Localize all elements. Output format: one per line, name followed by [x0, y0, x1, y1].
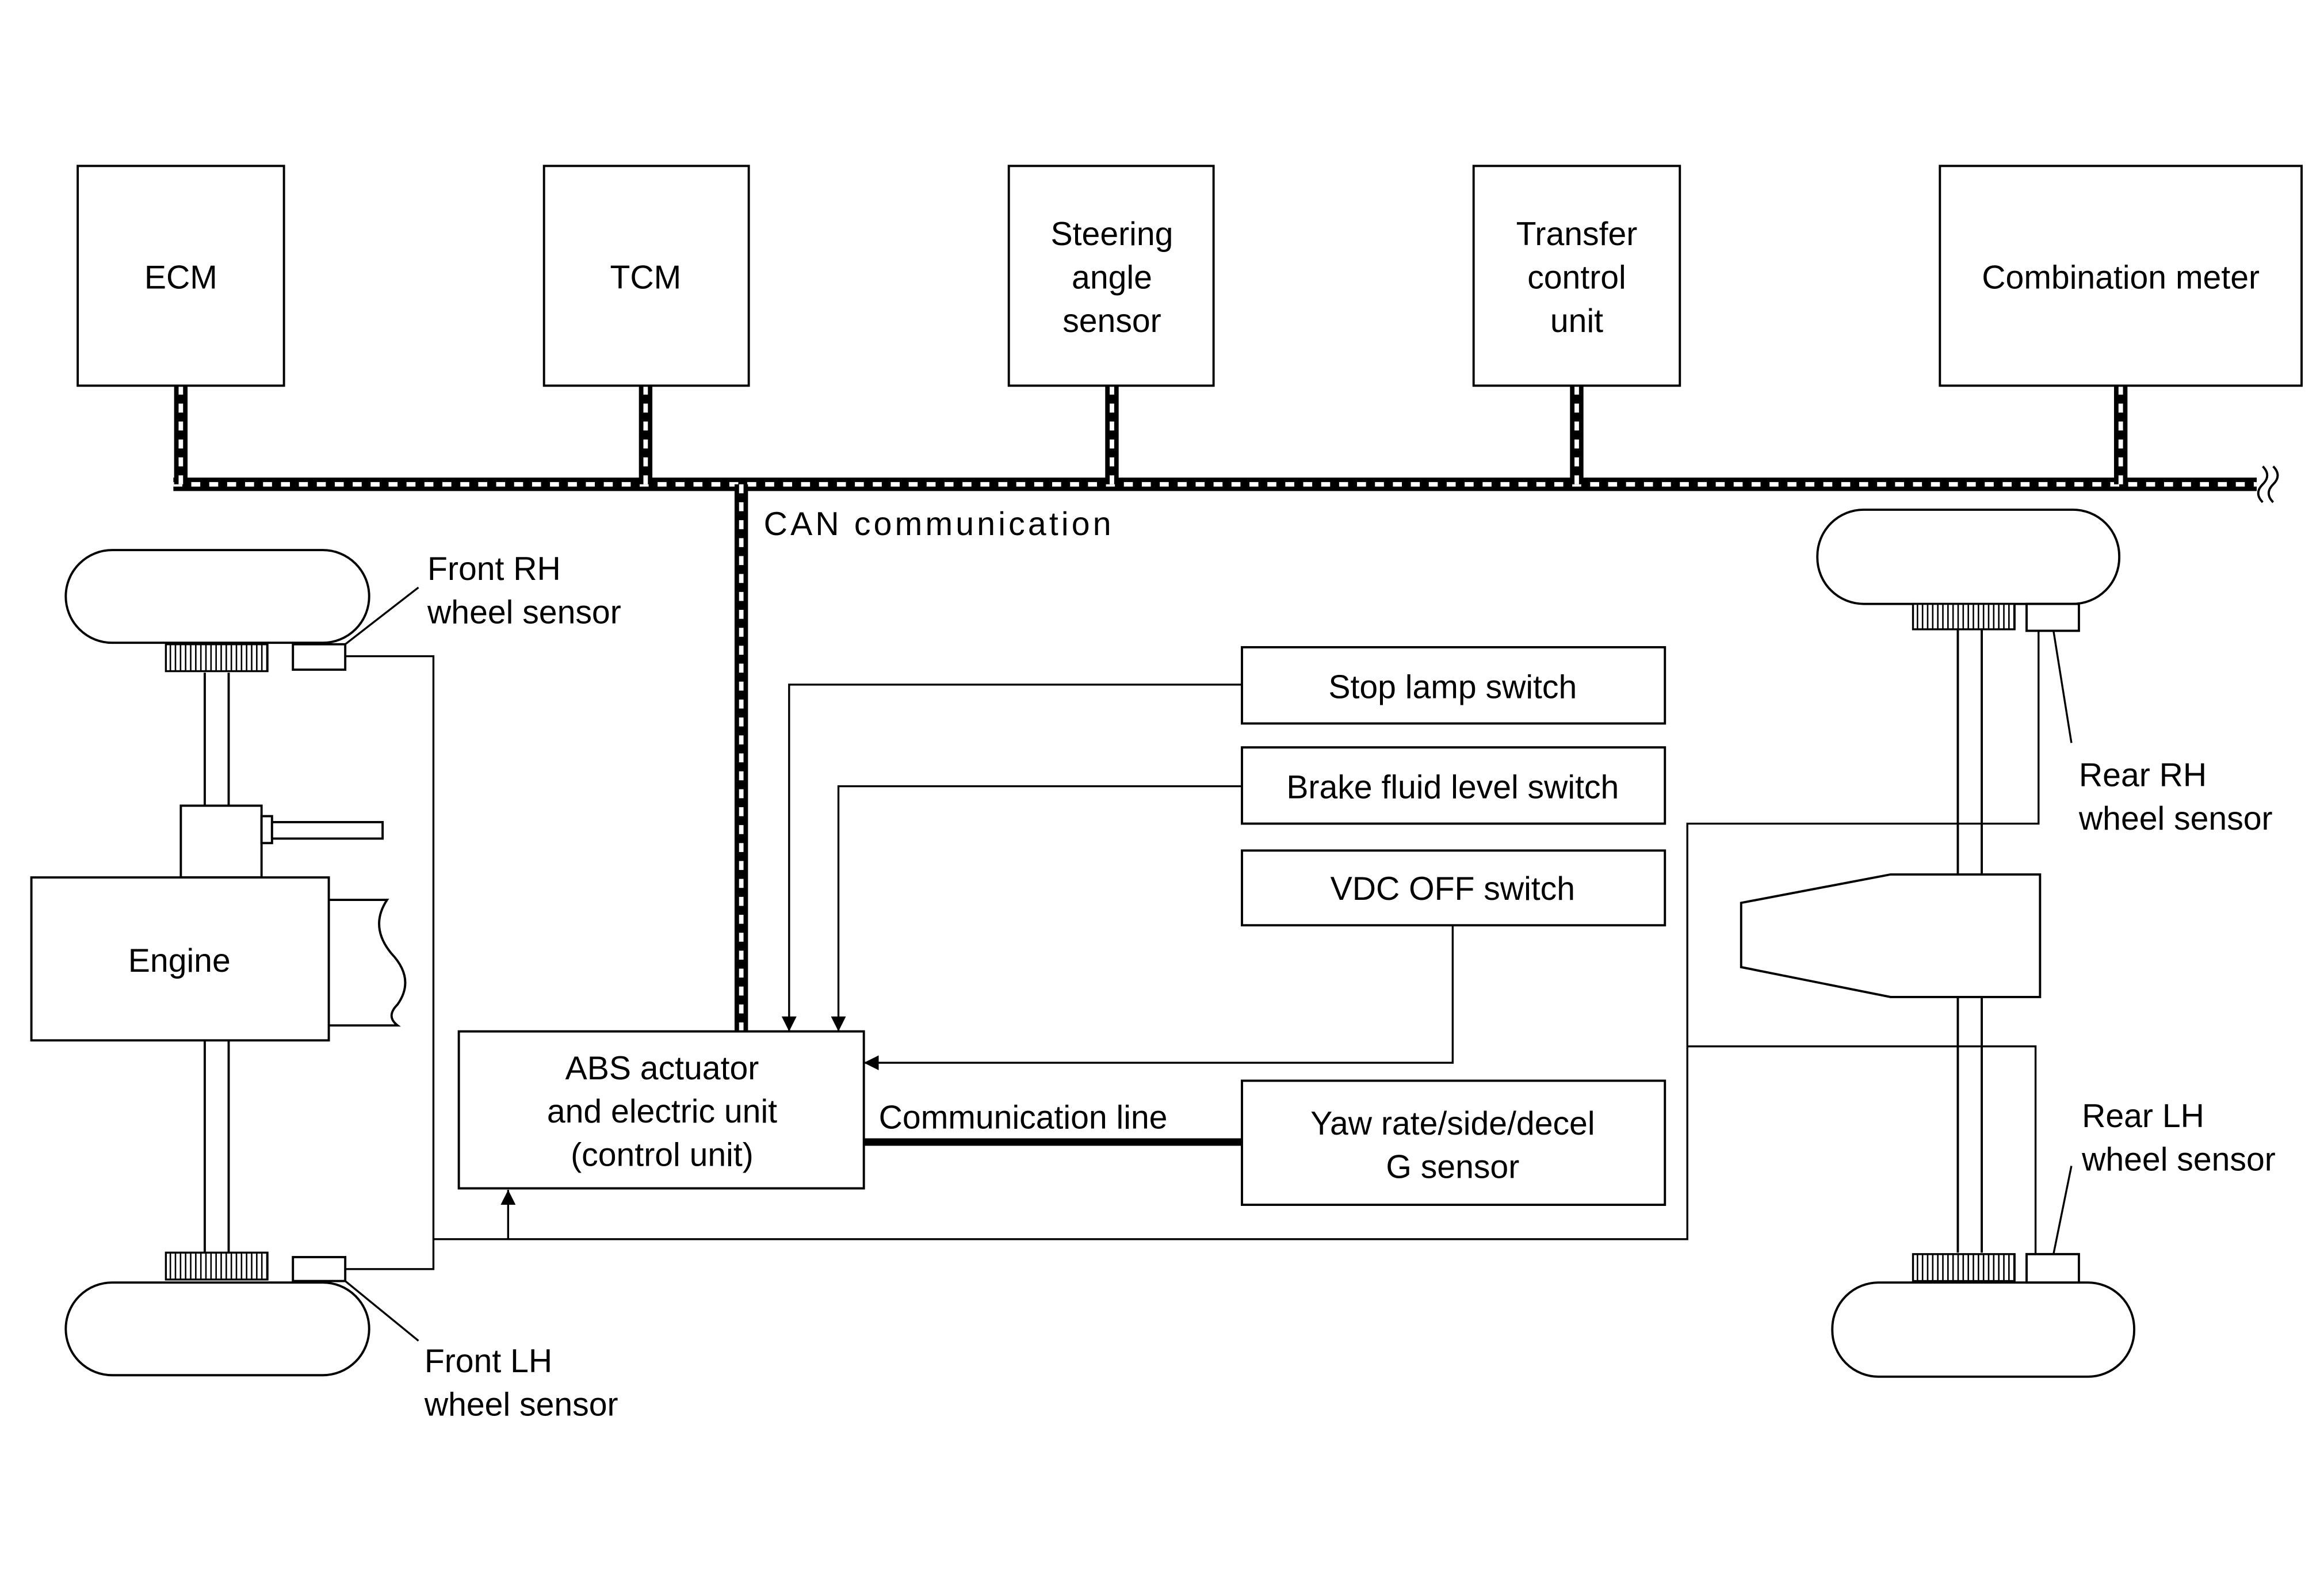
- can-communication-label: CAN communication: [764, 506, 1114, 543]
- stop-lamp-switch-label: Stop lamp switch: [1328, 669, 1577, 705]
- abs-label-line1: ABS actuator: [565, 1050, 759, 1087]
- switch-boxes: [1241, 646, 1666, 927]
- can-modules: [77, 165, 2303, 387]
- transfer-label-line2: control: [1527, 259, 1626, 296]
- combination-meter-label: Combination meter: [1982, 259, 2260, 296]
- rear-rh-sensor-label-line2: wheel sensor: [2078, 800, 2273, 837]
- rear-rh-rotor-icon: [1912, 602, 2016, 631]
- front-rh-rotor-icon: [165, 643, 269, 673]
- rear-rh-leader-line: [2052, 631, 2073, 743]
- front-lh-sensor-icon: [292, 1256, 347, 1282]
- tcm-label: TCM: [610, 259, 681, 296]
- communication-line-label: Communication line: [879, 1099, 1168, 1136]
- front-sensor-labels: Front RH wheel sensor Front LH wheel sen…: [424, 551, 621, 1423]
- front-rh-sensor-label-line2: wheel sensor: [427, 594, 621, 631]
- rear-lh-sensor-label-line1: Rear LH: [2082, 1098, 2204, 1135]
- yaw-rate-sensor-labels: Yaw rate/side/decel G sensor: [1310, 1105, 1595, 1185]
- front-lh-sensor-label-line1: Front LH: [425, 1343, 552, 1380]
- rear-lh-tire-icon: [1831, 1281, 2135, 1378]
- front-lh-tire-icon: [64, 1281, 370, 1377]
- brake-fluid-level-switch-label: Brake fluid level switch: [1286, 769, 1619, 805]
- combination-meter-box: [1939, 165, 2303, 387]
- vdc-off-switch-box: [1241, 849, 1666, 927]
- switch-signal-lines: [781, 684, 1454, 1071]
- transfer-label-line3: unit: [1550, 303, 1603, 339]
- vdc-off-switch-label: VDC OFF switch: [1331, 870, 1575, 907]
- brake-fluid-signal-arrow: [831, 785, 1242, 1032]
- switch-labels: Stop lamp switch Brake fluid level switc…: [1286, 669, 1619, 907]
- yaw-sensor-label-line1: Yaw rate/side/decel: [1310, 1105, 1595, 1142]
- rear-sensor-leaders: [2052, 631, 2073, 1255]
- wheel-sensor-wiring: [345, 631, 2040, 1270]
- yaw-rate-sensor-box: [1241, 1079, 1666, 1206]
- rear-lh-sensor-icon: [2025, 1253, 2080, 1284]
- front-rh-tire-icon: [64, 549, 370, 644]
- front-sensor-leaders: [345, 586, 419, 1342]
- rear-rh-tire-icon: [1816, 509, 2121, 605]
- can-module-labels: ECM TCM Steering angle sensor Transfer c…: [144, 216, 2260, 339]
- engine-flywheel-icon: [328, 899, 407, 1027]
- rear-rh-sensor-wire: [433, 631, 2040, 1240]
- stop-lamp-signal-arrow: [781, 684, 1242, 1032]
- front-lh-rotor-icon: [165, 1251, 269, 1281]
- rear-rh-sensor-icon: [2025, 602, 2080, 632]
- yaw-sensor-label-line2: G sensor: [1386, 1148, 1519, 1185]
- brake-fluid-level-switch-box: [1241, 746, 1666, 825]
- steering-angle-sensor-box: [1007, 165, 1215, 387]
- can-bus: CAN communication: [173, 385, 2279, 1032]
- front-rh-sensor-label-line1: Front RH: [427, 551, 561, 587]
- rear-lh-sensor-wire: [1687, 1045, 2037, 1254]
- front-chassis: [30, 549, 407, 1377]
- abs-actuator-box: [457, 1030, 865, 1190]
- ecm-box: [77, 165, 285, 387]
- front-lh-leader-line: [345, 1280, 419, 1342]
- engine-label: Engine: [128, 942, 231, 979]
- abs-label-line3: (control unit): [571, 1137, 754, 1174]
- rear-differential-icon: [1740, 873, 2042, 998]
- steering-label-line3: sensor: [1062, 303, 1161, 339]
- rear-lh-sensor-label-line2: wheel sensor: [2081, 1141, 2276, 1178]
- front-sensor-wire: [345, 655, 435, 1270]
- rear-chassis: [1740, 509, 2135, 1378]
- steering-label-line1: Steering: [1051, 216, 1174, 253]
- transfer-control-unit-box: [1472, 165, 1681, 387]
- rear-sensor-labels: Rear RH wheel sensor Rear LH wheel senso…: [2078, 757, 2276, 1178]
- transmission-shaft-icon: [270, 821, 384, 840]
- rear-rh-sensor-label-line1: Rear RH: [2079, 757, 2207, 794]
- vdc-off-signal-arrow: [863, 925, 1454, 1071]
- stop-lamp-switch-box: [1241, 646, 1666, 725]
- front-lh-sensor-label-line2: wheel sensor: [424, 1386, 618, 1423]
- abs-label-line2: and electric unit: [547, 1093, 777, 1130]
- transmission-icon: [179, 804, 263, 879]
- bus-continuation-icon: [2257, 465, 2279, 503]
- front-rh-leader-line: [345, 586, 419, 646]
- steering-label-line2: angle: [1072, 259, 1152, 296]
- rear-lh-rotor-icon: [1912, 1253, 2016, 1282]
- ecm-label: ECM: [144, 259, 217, 296]
- tcm-box: [542, 165, 750, 387]
- abs-actuator-labels: ABS actuator and electric unit (control …: [547, 1050, 777, 1174]
- rear-lh-leader-line: [2052, 1166, 2073, 1255]
- transmission-output-icon: [260, 815, 273, 845]
- front-rh-sensor-icon: [292, 643, 347, 671]
- engine-box: [30, 876, 330, 1042]
- transfer-label-line1: Transfer: [1516, 216, 1638, 253]
